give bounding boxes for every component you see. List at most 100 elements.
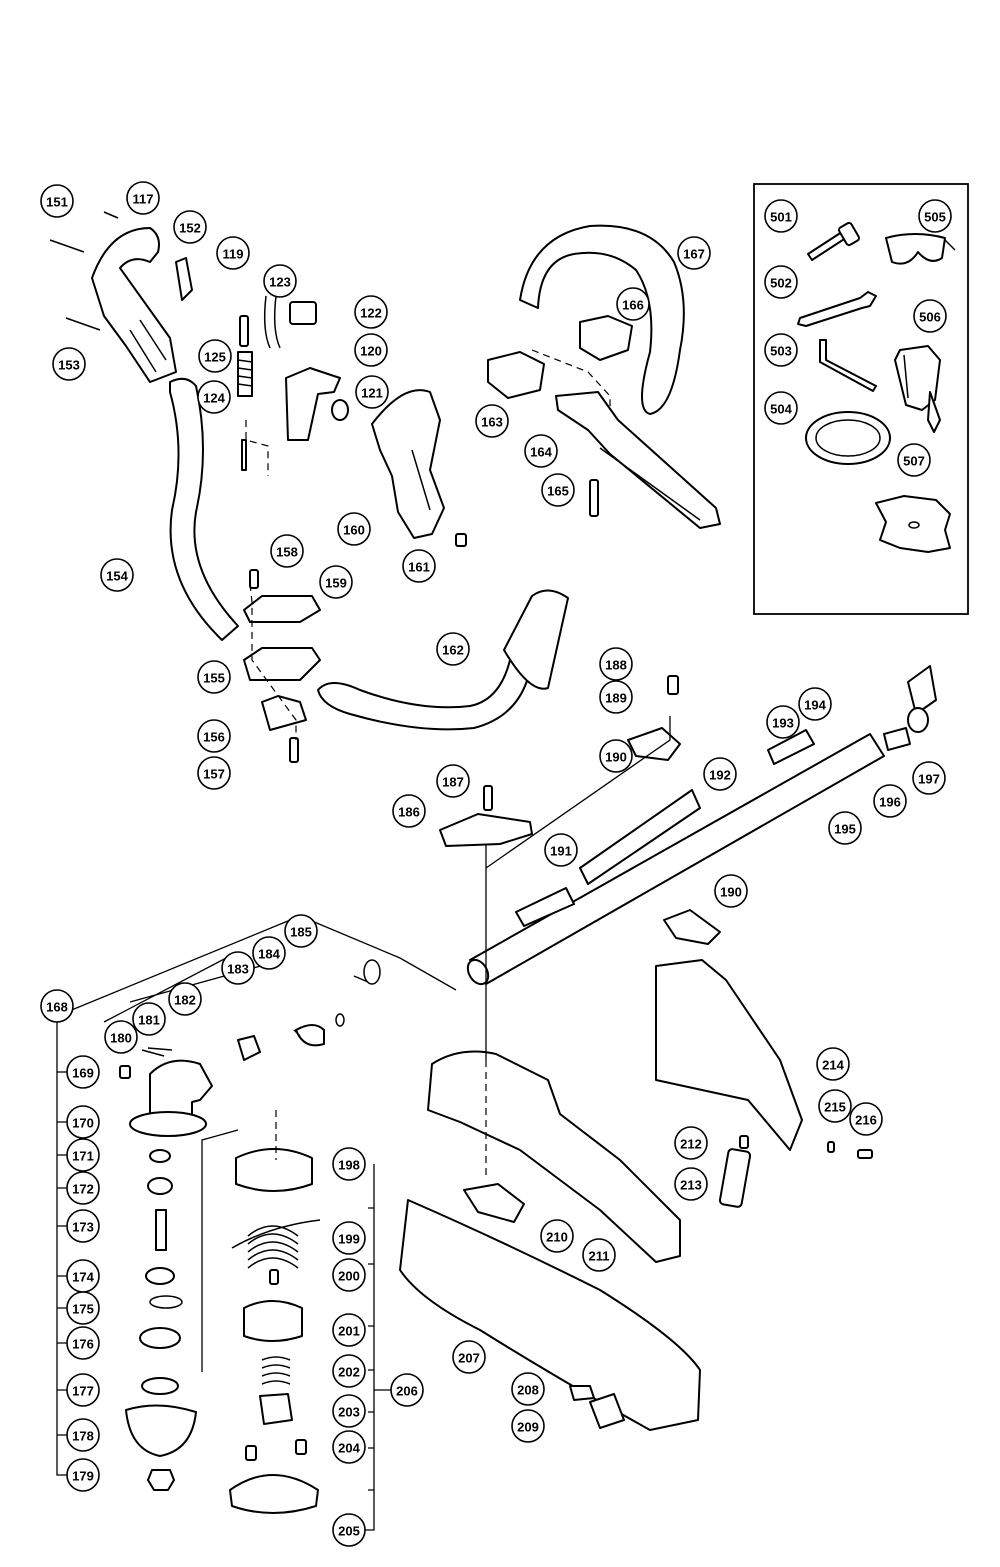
callout-label: 195 xyxy=(834,822,856,837)
callout-157: 157 xyxy=(197,756,231,790)
callout-156: 156 xyxy=(197,719,231,753)
callout-label: 160 xyxy=(343,523,365,538)
callout-204: 204 xyxy=(332,1430,366,1464)
callout-label: 151 xyxy=(46,195,68,210)
callout-label: 203 xyxy=(338,1405,360,1420)
callout-185: 185 xyxy=(284,914,318,948)
callout-label: 501 xyxy=(770,210,792,225)
callout-circle xyxy=(764,199,798,233)
callout-circle xyxy=(66,1326,100,1360)
callout-label: 180 xyxy=(110,1031,132,1046)
callout-151: 151 xyxy=(40,184,74,218)
callout-186: 186 xyxy=(392,794,426,828)
part-safety-glasses xyxy=(885,233,956,265)
callout-152: 152 xyxy=(173,210,207,244)
callout-label: 155 xyxy=(203,671,225,686)
callout-154: 154 xyxy=(100,558,134,592)
callout-label: 177 xyxy=(72,1384,94,1399)
callout-label: 120 xyxy=(360,344,382,359)
callout-501: 501 xyxy=(764,199,798,233)
callout-label: 210 xyxy=(546,1230,568,1245)
callout-label: 192 xyxy=(709,768,731,783)
callout-circle xyxy=(816,1047,850,1081)
callout-circle xyxy=(599,647,633,681)
callout-189: 189 xyxy=(599,680,633,714)
callout-circle xyxy=(66,1458,100,1492)
callout-label: 178 xyxy=(72,1429,94,1444)
callout-label: 158 xyxy=(276,545,298,560)
callout-circle xyxy=(912,761,946,795)
callout-circle xyxy=(332,1313,366,1347)
callout-173: 173 xyxy=(66,1209,100,1243)
part-hex-key xyxy=(819,339,877,392)
callout-180: 180 xyxy=(104,1020,138,1054)
callout-187: 187 xyxy=(436,764,470,798)
callout-circle xyxy=(544,833,578,867)
callout-label: 209 xyxy=(517,1420,539,1435)
callout-circle xyxy=(764,333,798,367)
callout-circle xyxy=(197,756,231,790)
callout-label: 156 xyxy=(203,730,225,745)
callout-label: 201 xyxy=(338,1324,360,1339)
callout-circle xyxy=(828,811,862,845)
callout-124: 124 xyxy=(197,380,231,414)
callout-label: 122 xyxy=(360,306,382,321)
callout-label: 204 xyxy=(338,1441,360,1456)
callout-label: 189 xyxy=(605,691,627,706)
callout-195: 195 xyxy=(828,811,862,845)
callout-circle xyxy=(52,347,86,381)
callout-label: 183 xyxy=(227,962,249,977)
callout-circle xyxy=(677,236,711,270)
callout-circle xyxy=(198,339,232,373)
callout-label: 216 xyxy=(855,1113,877,1128)
callout-circle xyxy=(475,404,509,438)
callout-circle xyxy=(66,1055,100,1089)
callout-circle xyxy=(104,1020,138,1054)
callout-circle xyxy=(354,295,388,329)
callout-121: 121 xyxy=(355,375,389,409)
callout-label: 202 xyxy=(338,1365,360,1380)
callout-circle xyxy=(541,473,575,507)
callout-205: 205 xyxy=(332,1513,366,1547)
callout-label: 190 xyxy=(605,750,627,765)
callout-216: 216 xyxy=(849,1102,883,1136)
callout-168: 168 xyxy=(40,989,74,1023)
callout-119: 119 xyxy=(216,236,250,270)
callout-circle xyxy=(332,1394,366,1428)
callout-label: 176 xyxy=(72,1337,94,1352)
callout-label: 212 xyxy=(680,1137,702,1152)
callout-172: 172 xyxy=(66,1171,100,1205)
callout-206: 206 xyxy=(390,1373,424,1407)
callout-circle xyxy=(263,264,297,298)
callout-label: 157 xyxy=(203,767,225,782)
callout-label: 503 xyxy=(770,344,792,359)
callout-label: 168 xyxy=(46,1000,68,1015)
callout-circle xyxy=(40,989,74,1023)
callout-212: 212 xyxy=(674,1126,708,1160)
callout-circle xyxy=(332,1354,366,1388)
callout-circle xyxy=(332,1430,366,1464)
callout-201: 201 xyxy=(332,1313,366,1347)
part-harness xyxy=(894,345,941,433)
callout-120: 120 xyxy=(354,333,388,367)
callout-200: 200 xyxy=(332,1258,366,1292)
part-ring xyxy=(805,411,891,465)
callout-circle xyxy=(197,660,231,694)
callout-circle xyxy=(674,1167,708,1201)
callout-181: 181 xyxy=(132,1002,166,1036)
part-handle-tube-154 xyxy=(169,377,239,641)
callout-label: 190 xyxy=(720,885,742,900)
callout-label: 207 xyxy=(458,1351,480,1366)
callout-123: 123 xyxy=(263,264,297,298)
callout-503: 503 xyxy=(764,333,798,367)
callout-208: 208 xyxy=(511,1372,545,1406)
callout-circle xyxy=(436,764,470,798)
callout-label: 502 xyxy=(770,276,792,291)
callout-circle xyxy=(764,391,798,425)
callout-circle xyxy=(873,784,907,818)
callout-label: 181 xyxy=(138,1013,160,1028)
callout-158: 158 xyxy=(270,534,304,568)
callout-191: 191 xyxy=(544,833,578,867)
callout-207: 207 xyxy=(452,1340,486,1374)
